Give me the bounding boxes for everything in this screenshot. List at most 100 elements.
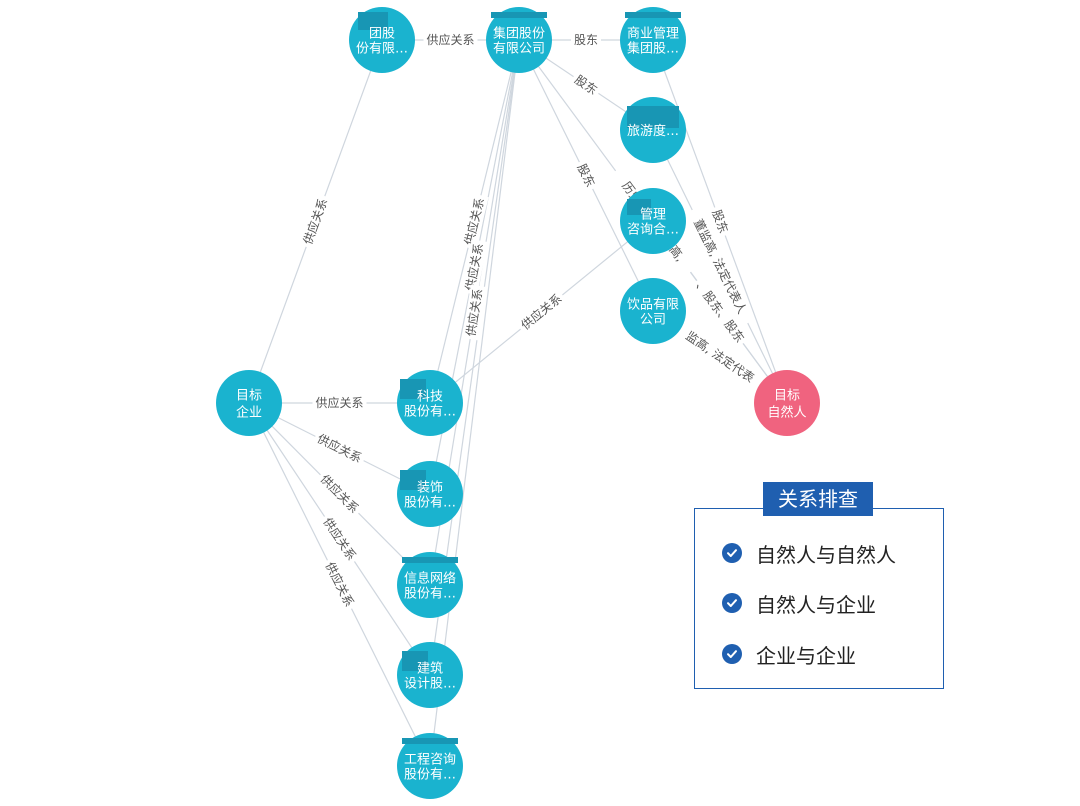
node-label: 有限公司 (493, 42, 545, 57)
edge-label-background (462, 284, 487, 341)
edge-label: 股东 (569, 69, 603, 101)
edge-label-background (320, 556, 359, 613)
redaction-block (400, 470, 426, 490)
edge-line (429, 39, 520, 767)
edge-label-background (298, 193, 333, 250)
edge-label-background (317, 512, 362, 566)
redaction-block (627, 199, 651, 215)
edge-label: 股东 (572, 158, 600, 193)
node-label: 目标 (774, 389, 800, 404)
company-node[interactable]: 科技股份有… (397, 370, 463, 436)
node-circle (397, 552, 463, 618)
legend-item-person-company[interactable]: 自然人与企业 (722, 589, 876, 617)
edge-label: 供应关系 (314, 469, 365, 519)
edge-label-background (460, 193, 489, 250)
edge-label: 供应关系 (312, 395, 367, 411)
company-node[interactable]: 团股份有限… (349, 7, 415, 73)
node-label: 旅游度… (627, 123, 679, 139)
edge-label: 供应关系 (515, 288, 568, 336)
edge-label: 股东 (571, 32, 601, 48)
edge-label-text: 供应关系 (320, 515, 359, 563)
node-label: 公司 (640, 313, 666, 328)
company-node[interactable]: 装饰股份有… (397, 461, 463, 527)
node-label: 设计股… (404, 677, 456, 692)
redaction-block (402, 651, 428, 671)
edge-label-background (423, 32, 478, 48)
edge-label-background (685, 206, 755, 327)
company-node[interactable]: 管理咨询合… (620, 188, 686, 254)
node-label: 目标 (236, 389, 262, 404)
check-circle-icon (722, 593, 742, 613)
redaction-block (625, 12, 681, 18)
company-node[interactable]: 建筑设计股… (397, 642, 463, 708)
node-label: 建筑 (417, 661, 443, 677)
legend-item-company-company[interactable]: 企业与企业 (722, 640, 856, 668)
edge-label-text: 股东 (574, 33, 598, 47)
edge-label-background (314, 469, 365, 519)
node-label: 科技 (417, 390, 443, 405)
company-node[interactable]: 商业管理集团股… (620, 7, 686, 73)
edge-label-background (707, 204, 733, 239)
node-circle (486, 7, 552, 73)
node-circle (620, 278, 686, 344)
node-label: 集团股份 (493, 26, 545, 42)
node-label: 装饰 (417, 481, 443, 496)
legend-title: 关系排查 (763, 482, 873, 516)
edge-label-text: 供应关系 (315, 395, 363, 410)
node-label: 自然人 (767, 405, 806, 421)
company-node[interactable]: 信息网络股份有… (397, 552, 463, 618)
node-label: 信息网络 (404, 571, 456, 587)
node-label: 饮品有限 (627, 298, 679, 313)
edge-label-text: 供应关系 (318, 471, 362, 516)
company-node[interactable]: 旅游度… (620, 97, 686, 163)
edge-label-background (311, 429, 368, 468)
edge-label-background (569, 69, 603, 101)
node-label: 股份有… (404, 405, 456, 420)
company-node[interactable]: 工程咨询股份有… (397, 733, 463, 799)
redaction-block (400, 379, 426, 399)
check-circle-icon (722, 543, 742, 563)
node-circle (620, 7, 686, 73)
node-circle (216, 370, 282, 436)
edge-label: 供应关系 (320, 556, 359, 613)
edge-label-text: 供应关系 (300, 196, 331, 246)
edge-label-background (690, 275, 750, 349)
edge-label: 供应关系 (298, 193, 333, 250)
check-circle-icon (722, 644, 742, 664)
edge-label-background (312, 395, 367, 411)
redaction-block (627, 106, 679, 128)
edge-label: 供应关系 (311, 429, 368, 468)
edge-label-text: 供应关系 (518, 291, 565, 333)
node-label: 咨询合… (627, 223, 679, 238)
redaction-block (402, 738, 458, 744)
node-label: 份有限… (356, 42, 408, 57)
legend-item-person-person[interactable]: 自然人与自然人 (722, 539, 896, 567)
edge-label-background (673, 321, 767, 393)
redaction-block (358, 12, 388, 30)
edge-label: 供应关系 (423, 32, 478, 48)
redaction-block (491, 12, 547, 18)
node-label: 股份有… (404, 496, 456, 511)
node-label: 管理 (640, 208, 666, 223)
legend-item-label: 企业与企业 (756, 643, 856, 668)
node-label: 工程咨询 (404, 753, 456, 768)
node-label: 企业 (236, 405, 262, 421)
node-label: 商业管理 (627, 27, 679, 42)
edge-label: 供应关系 (317, 512, 362, 566)
edge-label-background (461, 238, 488, 296)
edge-label-background (515, 288, 568, 336)
node-circle (397, 733, 463, 799)
node-label: 集团股… (627, 41, 679, 57)
node-circle (754, 370, 820, 436)
node-label: 团股 (369, 27, 395, 42)
legend-item-label: 自然人与自然人 (756, 542, 896, 567)
edge-label-background (571, 32, 601, 48)
node-label: 股份有… (404, 587, 456, 602)
edge-label-text: 供应关系 (426, 32, 474, 47)
